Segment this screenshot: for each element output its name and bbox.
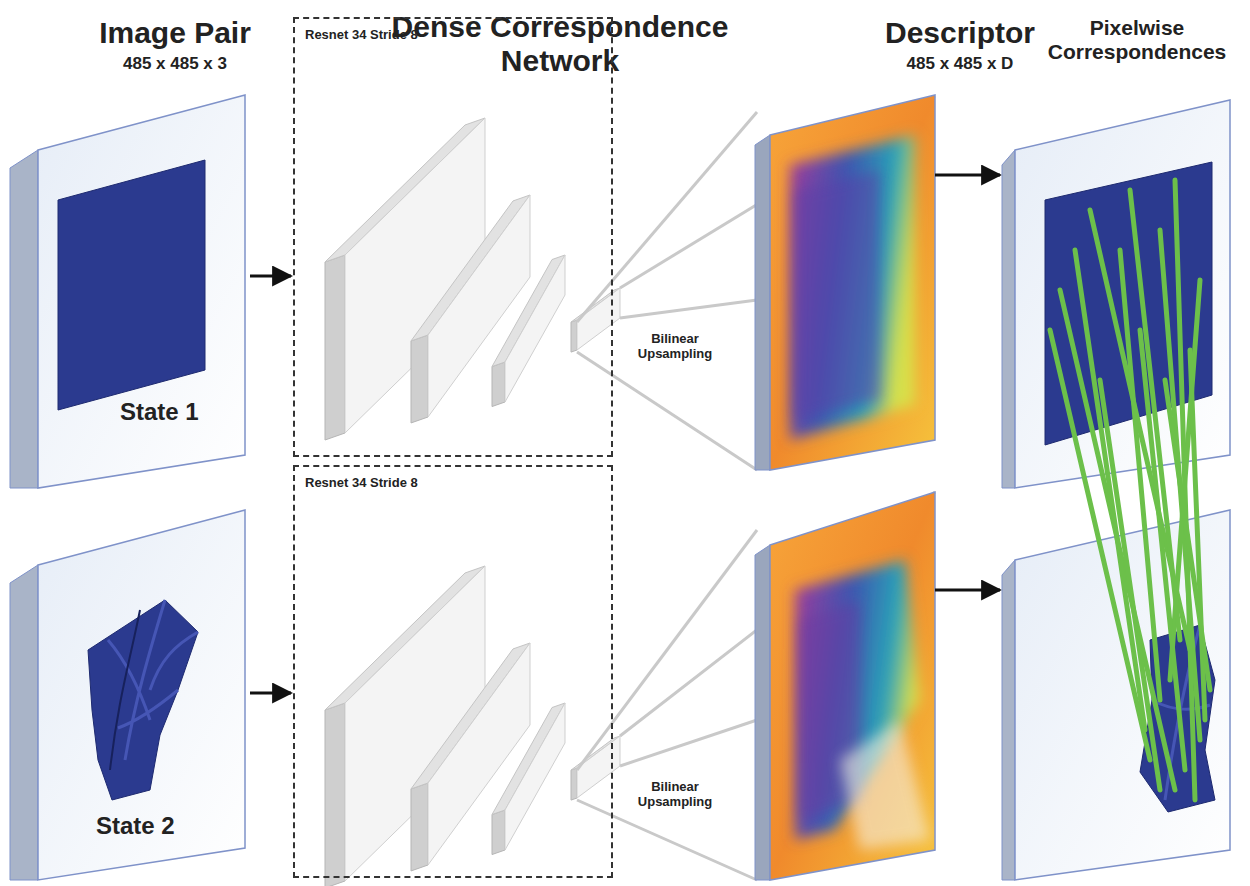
network-layers (325, 118, 620, 886)
image-panel: State 2 (10, 508, 250, 880)
layer-slab (571, 320, 577, 352)
layer-slab (325, 703, 345, 886)
state-label: State 2 (96, 812, 175, 840)
layer-slab (411, 335, 428, 423)
descriptor-map (755, 492, 935, 880)
layer-slab (577, 736, 620, 798)
operation-label: Bilinear Upsampling (630, 778, 720, 811)
layer-slab (492, 362, 505, 407)
layer-slab (505, 703, 565, 850)
descriptor-map (755, 95, 935, 470)
layer-slab (411, 783, 428, 871)
arrow (250, 692, 291, 695)
projection-lines (577, 96, 935, 880)
operation-label: Bilinear Upsampling (630, 330, 720, 363)
layer-slab (505, 255, 565, 402)
layer-slab (325, 255, 345, 440)
network-name: Resnet 34 Stride 8 (305, 27, 418, 42)
state-label: State 1 (120, 398, 199, 426)
arrow (935, 174, 1000, 177)
correspondence-lines (1050, 180, 1210, 800)
image-panel (10, 510, 245, 880)
dimension: 485 x 485 x 3 (25, 54, 325, 73)
network-box: Resnet 34 Stride 8 (293, 17, 613, 457)
image-panel: State 1 (10, 95, 250, 490)
column-heading: Pixelwise Correspondences (1028, 16, 1246, 63)
layer-slab (571, 768, 577, 800)
arrow (250, 275, 291, 278)
correspondence-panel (1002, 100, 1230, 488)
network-name: Resnet 34 Stride 8 (305, 475, 418, 490)
arrow (935, 589, 1000, 592)
image-panel (10, 95, 245, 488)
column-heading: Image Pair (25, 16, 325, 50)
layer-slab (492, 810, 505, 855)
network-box: Resnet 34 Stride 8 (293, 465, 613, 878)
column-heading: Dense Correspondence Network (370, 10, 750, 77)
